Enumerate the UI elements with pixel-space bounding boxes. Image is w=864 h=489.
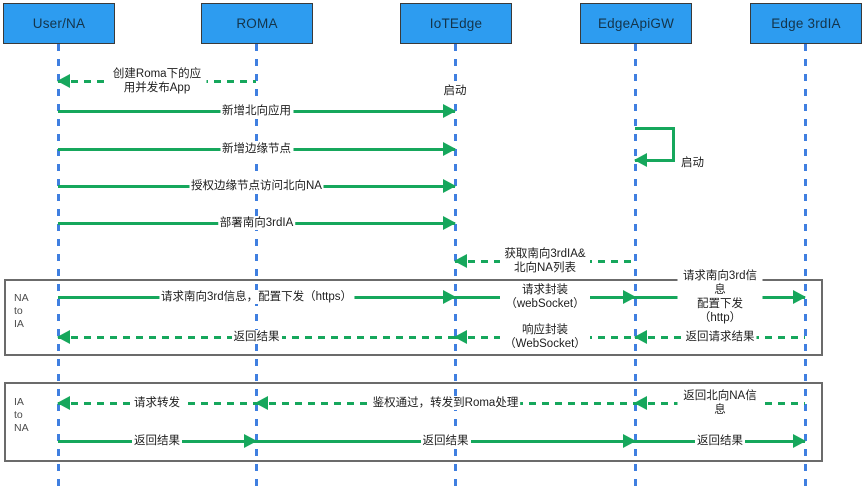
participant-iot[interactable]: IoTEdge bbox=[400, 3, 512, 44]
self-message-segment bbox=[635, 159, 675, 162]
arrowhead-icon bbox=[454, 330, 467, 344]
participant-user[interactable]: User/NA bbox=[3, 3, 115, 44]
arrowhead-icon bbox=[57, 330, 70, 344]
lifeline-user bbox=[57, 44, 60, 488]
message-label: 获取南向3rdIA&北向NA列表 bbox=[500, 247, 590, 275]
message-label: 返回结果 bbox=[132, 434, 182, 448]
lifeline-gw bbox=[634, 44, 637, 488]
arrowhead-icon bbox=[793, 290, 806, 304]
message-label: 请求南向3rd信息 配置下发（http） bbox=[677, 269, 763, 325]
fragment-na-to-ia bbox=[4, 279, 823, 356]
fragment-label-ia-to-na: IA to NA bbox=[14, 396, 29, 434]
arrowhead-icon bbox=[443, 104, 456, 118]
arrowhead-icon bbox=[443, 216, 456, 230]
arrowhead-icon bbox=[634, 153, 647, 167]
self-message-label: 启动 bbox=[679, 154, 706, 170]
message-label: 返回北向NA信息 bbox=[677, 389, 763, 417]
arrowhead-icon bbox=[634, 330, 647, 344]
self-message-s1: 启动 bbox=[634, 127, 706, 170]
self-message-segment bbox=[635, 127, 675, 130]
arrowhead-icon bbox=[623, 290, 636, 304]
message-label: 返回请求结果 bbox=[683, 330, 757, 344]
message-label: 请求转发 bbox=[132, 396, 182, 410]
message-label: 创建Roma下的应用并发布App bbox=[107, 67, 207, 95]
message-label: 部署南向3rdIA bbox=[217, 216, 296, 230]
arrowhead-icon bbox=[454, 254, 467, 268]
message-label: 请求封装（webSocket） bbox=[500, 283, 590, 311]
arrowhead-icon bbox=[443, 142, 456, 156]
message-label: 返回结果 bbox=[695, 434, 745, 448]
floating-label-f1: 启动 bbox=[441, 82, 469, 98]
arrowhead-icon bbox=[443, 290, 456, 304]
message-label: 鉴权通过，转发到Roma处理 bbox=[370, 396, 521, 410]
lifeline-roma bbox=[255, 44, 258, 488]
arrowhead-icon bbox=[623, 434, 636, 448]
arrowhead-icon bbox=[244, 434, 257, 448]
lifeline-edge bbox=[804, 44, 807, 488]
fragment-ia-to-na bbox=[4, 382, 823, 462]
message-label: 授权边缘节点访问北向NA bbox=[189, 179, 324, 193]
participant-gw[interactable]: EdgeApiGW bbox=[580, 3, 692, 44]
arrowhead-icon bbox=[634, 396, 647, 410]
arrowhead-icon bbox=[255, 396, 268, 410]
participant-roma[interactable]: ROMA bbox=[201, 3, 313, 44]
self-message-segment bbox=[672, 127, 675, 162]
message-label: 返回结果 bbox=[420, 434, 471, 448]
message-label: 响应封装（WebSocket） bbox=[500, 323, 590, 351]
message-label: 新增北向应用 bbox=[220, 104, 293, 118]
participant-edge[interactable]: Edge 3rdIA bbox=[750, 3, 862, 44]
arrowhead-icon bbox=[793, 434, 806, 448]
message-label: 请求南向3rd信息，配置下发（https） bbox=[158, 290, 355, 304]
arrowhead-icon bbox=[57, 74, 70, 88]
fragment-label-na-to-ia: NA to IA bbox=[14, 292, 29, 330]
arrowhead-icon bbox=[443, 179, 456, 193]
arrowhead-icon bbox=[57, 396, 70, 410]
message-label: 新增边缘节点 bbox=[220, 142, 293, 156]
message-label: 返回结果 bbox=[231, 330, 282, 344]
